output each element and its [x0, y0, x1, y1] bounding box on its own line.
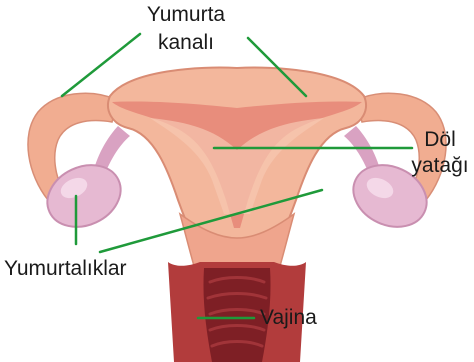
- uterus-label-line1: Döl: [406, 128, 474, 152]
- fallopian-tube-label-line1: Yumurta: [140, 3, 232, 27]
- vagina-label: Vajina: [260, 306, 317, 330]
- uterus-label-line2: yatağı: [406, 154, 474, 178]
- uterus-label: Döl yatağı: [406, 128, 474, 178]
- fallopian-tube-label: Yumurta kanalı: [140, 3, 232, 55]
- ovaries-label: Yumurtalıklar: [4, 257, 127, 281]
- fallopian-tube-label-line2: kanalı: [140, 31, 232, 55]
